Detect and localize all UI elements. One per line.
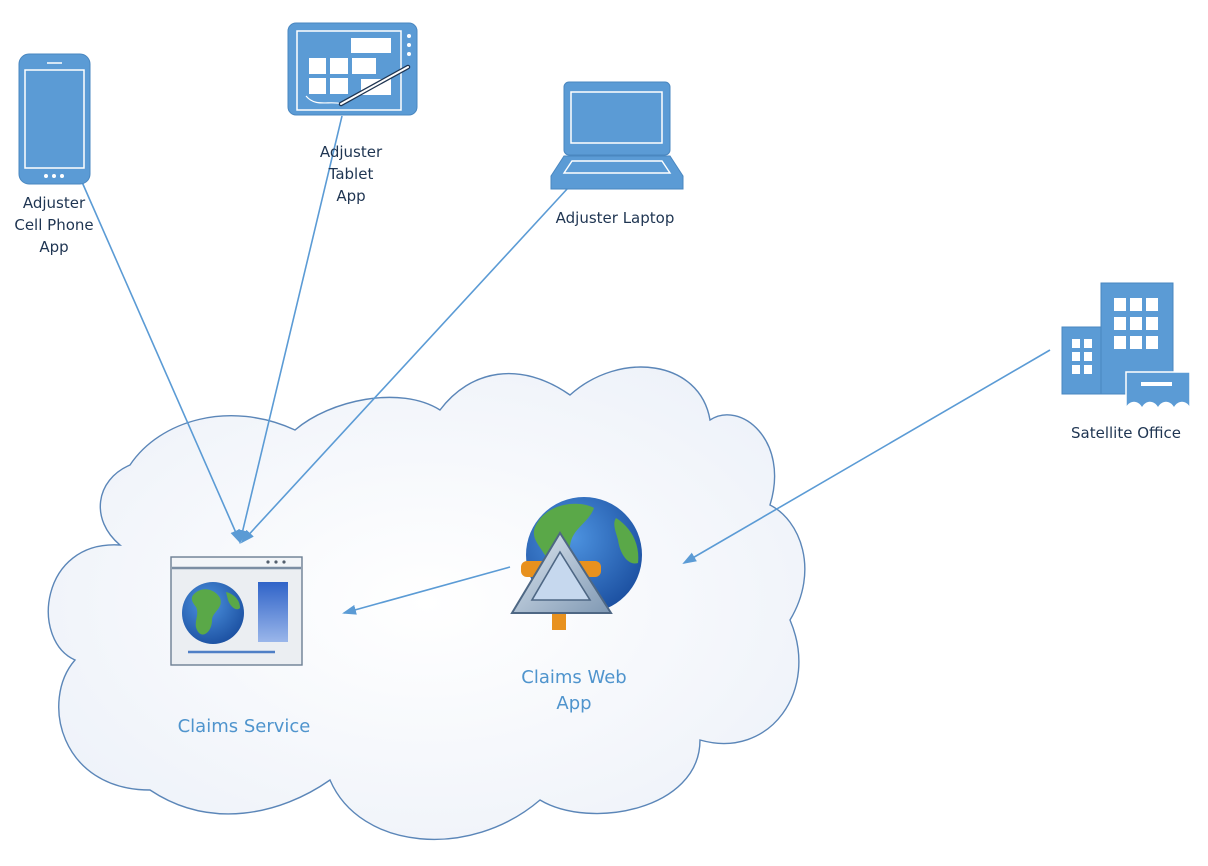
web-service-window-icon <box>170 556 303 666</box>
satellite-office-label: Satellite Office <box>1056 422 1196 444</box>
web-app-globe-icon <box>510 497 642 630</box>
edge-web-app-to-claims-service <box>342 566 511 615</box>
cell-phone-label-line-2: Cell Phone <box>14 216 94 234</box>
tablet-pen-icon <box>287 22 418 116</box>
cell-phone-label: Adjuster Cell Phone App <box>4 192 104 258</box>
claims-service-label-line-1: Claims Service <box>177 716 311 737</box>
edge-satellite-office-to-web-app <box>682 349 1051 565</box>
tablet-label: Adjuster Tablet App <box>301 141 401 207</box>
tablet-label-line-3: App <box>336 187 366 205</box>
laptop-label: Adjuster Laptop <box>540 207 690 229</box>
office-building-icon <box>1061 282 1191 416</box>
edge-laptop-to-claims-service <box>240 187 569 544</box>
smartphone-icon <box>18 53 91 185</box>
cell-phone-label-line-3: App <box>39 238 69 256</box>
cloud-shape <box>47 366 806 840</box>
laptop-label-line-1: Adjuster Laptop <box>555 209 675 227</box>
cell-phone-label-line-1: Adjuster <box>22 194 86 212</box>
claims-web-app-label-line-2: App <box>556 693 592 714</box>
edge-tablet-to-claims-service <box>237 115 343 544</box>
edges <box>81 115 1051 615</box>
claims-service-label: Claims Service <box>164 714 324 740</box>
claims-web-app-label: Claims Web App <box>504 665 644 717</box>
edge-cell-phone-to-claims-service <box>81 181 241 544</box>
tablet-label-line-2: Tablet <box>328 165 374 183</box>
laptop-icon <box>550 81 684 190</box>
satellite-office-label-line-1: Satellite Office <box>1071 424 1181 442</box>
tablet-label-line-1: Adjuster <box>319 143 383 161</box>
claims-web-app-label-line-1: Claims Web <box>521 667 627 688</box>
